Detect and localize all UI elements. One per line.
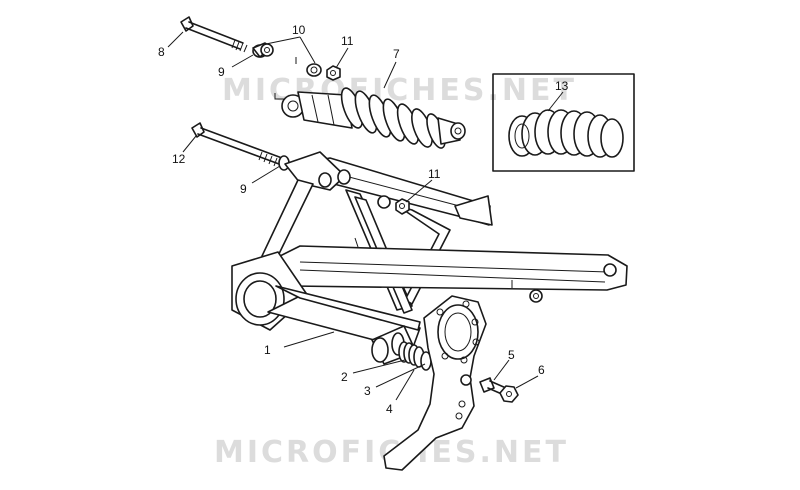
spring-13-inset (492, 73, 635, 172)
callout-9-lower: 9 (240, 182, 247, 196)
nut-6 (499, 385, 519, 403)
callout-7: 7 (393, 47, 400, 61)
nut-11-lower (377, 195, 410, 215)
callout-5: 5 (508, 348, 515, 362)
callout-8: 8 (158, 45, 165, 59)
bush-10-upper (252, 42, 274, 58)
callout-11-lower: 11 (428, 167, 441, 181)
shock-absorber-7 (281, 87, 466, 149)
bolt-8 (180, 16, 248, 53)
callout-10: 10 (292, 23, 306, 37)
leader-lines (167, 31, 564, 401)
spring-2 (398, 341, 425, 368)
bolt-5 (479, 377, 507, 396)
callout-3: 3 (364, 384, 371, 398)
watermark-top: MICROFICHES.NET (222, 73, 577, 108)
bolt-12 (191, 122, 283, 167)
bush-10-lower (306, 63, 322, 77)
callout-13: 13 (555, 79, 569, 93)
callout-9-upper: 9 (218, 65, 225, 79)
callout-12: 12 (172, 152, 186, 166)
callout-1: 1 (264, 343, 271, 357)
callout-2: 2 (341, 370, 348, 384)
callout-11-upper: 11 (341, 34, 354, 48)
nut-11-upper (326, 65, 341, 81)
callout-4: 4 (386, 402, 393, 416)
plate-4 (383, 295, 487, 471)
callout-6: 6 (538, 363, 545, 377)
